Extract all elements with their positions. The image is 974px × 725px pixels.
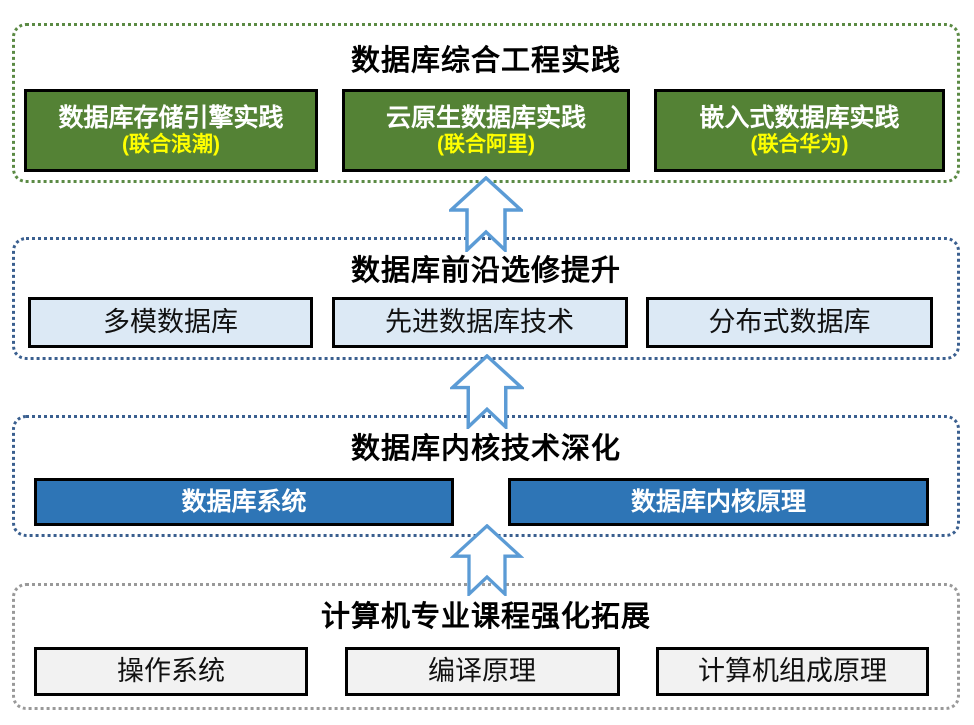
course-row: 多模数据库 先进数据库技术 分布式数据库: [28, 297, 933, 348]
course-row: 数据库系统 数据库内核原理: [34, 478, 929, 526]
course-row: 数据库存储引擎实践 (联合浪潮) 云原生数据库实践 (联合阿里) 嵌入式数据库实…: [24, 89, 945, 172]
tier-title: 数据库前沿选修提升: [350, 255, 621, 287]
course-box-compiler-principles: 编译原理: [344, 647, 620, 696]
up-arrow-icon: [450, 354, 524, 429]
tier-title: 数据库内核技术深化: [350, 433, 621, 465]
course-box-label: 云原生数据库实践: [385, 104, 586, 133]
course-box-label: 分布式数据库: [708, 306, 871, 337]
tier-cs-foundation: 计算机专业课程强化拓展 操作系统 编译原理 计算机组成原理: [12, 583, 960, 710]
course-box-operating-systems: 操作系统: [34, 647, 308, 696]
course-box-label: 编译原理: [428, 655, 536, 686]
course-box-label: 嵌入式数据库实践: [699, 104, 900, 133]
tier-title: 数据库综合工程实践: [350, 45, 621, 77]
course-box-embedded-practice: 嵌入式数据库实践 (联合华为): [654, 89, 945, 172]
course-box-distributed-db: 分布式数据库: [646, 297, 933, 348]
course-box-label: 操作系统: [117, 655, 225, 686]
course-box-partner: (联合阿里): [437, 132, 535, 156]
course-box-partner: (联合华为): [750, 132, 849, 156]
tier-frontier-electives: 数据库前沿选修提升 多模数据库 先进数据库技术 分布式数据库: [12, 237, 960, 360]
course-box-computer-organization: 计算机组成原理: [656, 647, 929, 696]
tier-engineering-practice: 数据库综合工程实践 数据库存储引擎实践 (联合浪潮) 云原生数据库实践 (联合阿…: [12, 23, 960, 183]
course-box-kernel-principles: 数据库内核原理: [508, 478, 929, 526]
tier-kernel-deepening: 数据库内核技术深化 数据库系统 数据库内核原理: [12, 415, 960, 537]
course-box-label: 数据库内核原理: [630, 487, 806, 516]
up-arrow-icon: [450, 524, 524, 596]
course-box-partner: (联合浪潮): [122, 132, 220, 156]
course-box-label: 数据库存储引擎实践: [58, 104, 284, 133]
course-box-multimodel-db: 多模数据库: [28, 297, 313, 348]
course-box-label: 先进数据库技术: [385, 306, 574, 337]
course-box-cloud-native-practice: 云原生数据库实践 (联合阿里): [342, 89, 630, 172]
course-box-label: 多模数据库: [103, 306, 238, 337]
up-arrow-icon: [449, 176, 523, 252]
course-box-advanced-db-tech: 先进数据库技术: [331, 297, 628, 348]
course-row: 操作系统 编译原理 计算机组成原理: [34, 647, 929, 696]
tier-title: 计算机专业课程强化拓展: [320, 601, 651, 633]
course-box-database-systems: 数据库系统: [34, 478, 454, 526]
course-box-label: 计算机组成原理: [698, 655, 887, 686]
course-box-label: 数据库系统: [181, 487, 307, 516]
course-box-storage-engine-practice: 数据库存储引擎实践 (联合浪潮): [24, 89, 318, 172]
